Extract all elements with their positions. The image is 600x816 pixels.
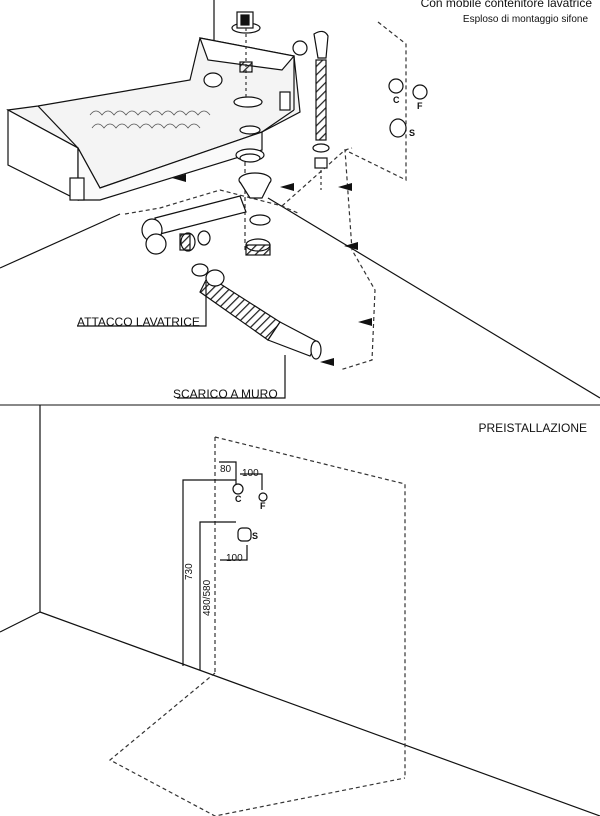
bottom-floor-line-right [39, 611, 600, 816]
diagram-title: Con mobile contenitore lavatrice [420, 0, 592, 10]
top-label-c: C [393, 95, 400, 105]
drain-parts [235, 148, 272, 256]
flex-hose [199, 269, 322, 360]
bottom-label-c: C [235, 494, 242, 504]
dim-line-730 [182, 479, 236, 666]
direction-arrows [172, 174, 372, 366]
wall-fittings [388, 78, 428, 138]
bottom-wall-dashed-outline [214, 436, 406, 778]
faucet [236, 11, 254, 98]
sink-cabinet [6, 22, 301, 201]
fitting-c [232, 483, 244, 495]
label-scarico-a-muro: SCARICO A MURO [173, 387, 278, 401]
fitting-s [237, 527, 252, 542]
top-label-s: S [409, 128, 416, 138]
leader-attacco [77, 282, 207, 327]
top-floor-dashed-outline-2 [281, 147, 353, 207]
dim-line-80 [219, 461, 237, 484]
washboard-ribs [89, 110, 211, 129]
leader-scarico [177, 355, 286, 399]
arrow-marker [172, 174, 186, 182]
top-panel [0, 0, 600, 399]
arrow-marker [338, 183, 352, 191]
bottom-panel [0, 405, 600, 816]
dim-label-480-580: 480/580 [202, 579, 213, 616]
top-label-f: F [417, 101, 423, 111]
dim-line-100-s [220, 545, 248, 561]
dim-line-100-top [240, 473, 263, 490]
bottom-label-f: F [260, 501, 266, 511]
top-floor-line-left [0, 213, 121, 269]
dim-label-100-top: 100 [242, 468, 259, 479]
bottom-floor-dashed-outline [108, 672, 406, 816]
arrow-marker [320, 358, 334, 366]
bottom-floor-line-left [0, 611, 41, 633]
arrow-marker [358, 318, 372, 326]
label-attacco-lavatrice: ATTACCO LAVATRICE [77, 315, 200, 329]
preinstallation-title: PREISTALLAZIONE [478, 421, 587, 435]
diagram-subtitle: Esploso di montaggio sifone [462, 14, 588, 25]
arrow-marker [280, 183, 294, 191]
tail-pipe [292, 30, 330, 190]
dim-label-100-s: 100 [226, 553, 243, 564]
arrow-marker [344, 242, 358, 250]
top-floor-line-right [267, 197, 600, 399]
top-floor-dashed-outline [124, 189, 301, 215]
siphon-pipe [141, 195, 247, 277]
bottom-label-s: S [252, 531, 259, 541]
dim-label-80: 80 [220, 464, 232, 475]
dim-label-730: 730 [184, 563, 195, 580]
top-wall-dashed-outline [339, 21, 407, 371]
fitting-f [258, 492, 268, 502]
dim-line-480 [199, 521, 236, 670]
